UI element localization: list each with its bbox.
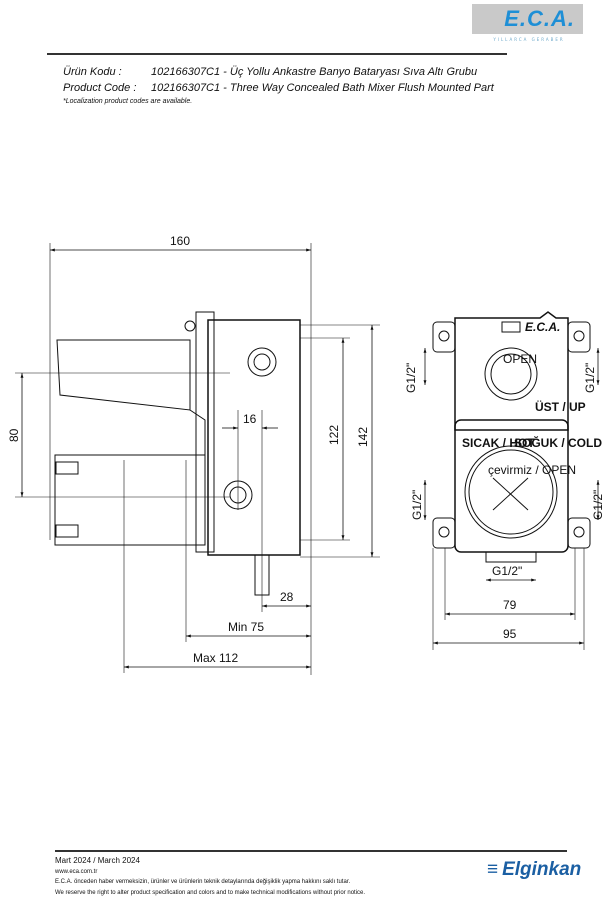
brand-text: E.C.A. xyxy=(504,6,575,31)
footer-rule xyxy=(55,850,567,852)
open-main-label: çevirmiz / OPEN xyxy=(488,463,576,477)
hot-label: SICAK / HOT xyxy=(462,436,535,450)
front-view xyxy=(423,311,600,650)
localization-note: *Localization product codes are availabl… xyxy=(63,98,193,105)
open-top-label: OPEN xyxy=(503,352,537,366)
dim-80: 80 xyxy=(7,428,21,442)
footer-date: Mart 2024 / March 2024 xyxy=(55,856,140,865)
dim-min75: Min 75 xyxy=(228,620,264,634)
product-code-tr: Ürün Kodu : 102166307C1 - Üç Yollu Ankast… xyxy=(63,66,477,78)
dim-79: 79 xyxy=(503,598,517,612)
label: Ürün Kodu : xyxy=(63,66,122,78)
dim-g12-bottom-left: G1/2" xyxy=(410,490,424,520)
dim-g12-bottom: G1/2" xyxy=(492,564,522,578)
footer-disclaimer-en: We reserve the right to alter product sp… xyxy=(55,890,366,896)
dim-95: 95 xyxy=(503,627,517,641)
eca-logo: E.C.A. xyxy=(472,4,583,34)
value: 102166307C1 - Three Way Concealed Bath M… xyxy=(151,82,494,94)
dim-16: 16 xyxy=(243,412,257,426)
dim-g12-top-left: G1/2" xyxy=(404,363,418,393)
cold-label: SOĞUK / COLD xyxy=(514,435,602,450)
up-label: ÜST / UP xyxy=(535,399,586,414)
footer-site[interactable]: www.eca.com.tr xyxy=(55,869,98,875)
elginkan-logo: ≡Elginkan xyxy=(487,859,581,881)
front-brand-label: E.C.A. xyxy=(525,320,560,334)
tagline: YILLARCA GERABER xyxy=(493,37,565,42)
product-code-en: Product Code : 102166307C1 - Three Way Co… xyxy=(63,82,494,94)
dim-max112: Max 112 xyxy=(193,651,238,665)
dim-28: 28 xyxy=(280,590,294,604)
dim-122: 122 xyxy=(327,425,341,445)
dim-142: 142 xyxy=(356,427,370,447)
elginkan-mark-icon: ≡ xyxy=(487,859,499,880)
company-name: Elginkan xyxy=(502,859,582,880)
label: Product Code : xyxy=(63,82,137,94)
header-rule xyxy=(47,53,507,55)
value: 102166307C1 - Üç Yollu Ankastre Banyo Ba… xyxy=(151,66,478,78)
dim-g12-bottom-right: G1/2" xyxy=(591,490,605,520)
footer-disclaimer-tr: E.C.A. önceden haber vermeksizin, ürünle… xyxy=(55,879,351,885)
side-view xyxy=(15,243,380,675)
dim-160: 160 xyxy=(170,234,190,248)
dim-g12-top-right: G1/2" xyxy=(583,363,597,393)
